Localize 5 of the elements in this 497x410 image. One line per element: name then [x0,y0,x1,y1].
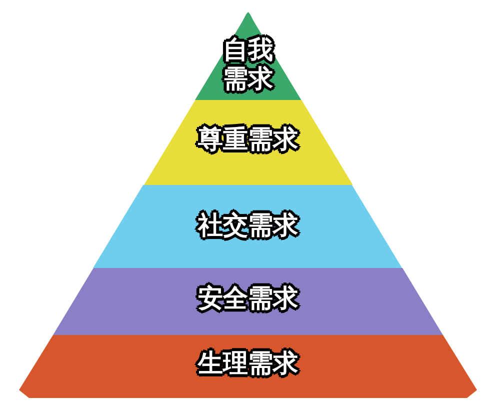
level-label: 社交需求 [198,210,298,239]
level-label: 尊重需求 [198,124,298,153]
level-label: 自我需求 [220,35,276,93]
level-label: 生理需求 [198,348,298,377]
level-label: 安全需求 [198,283,298,312]
